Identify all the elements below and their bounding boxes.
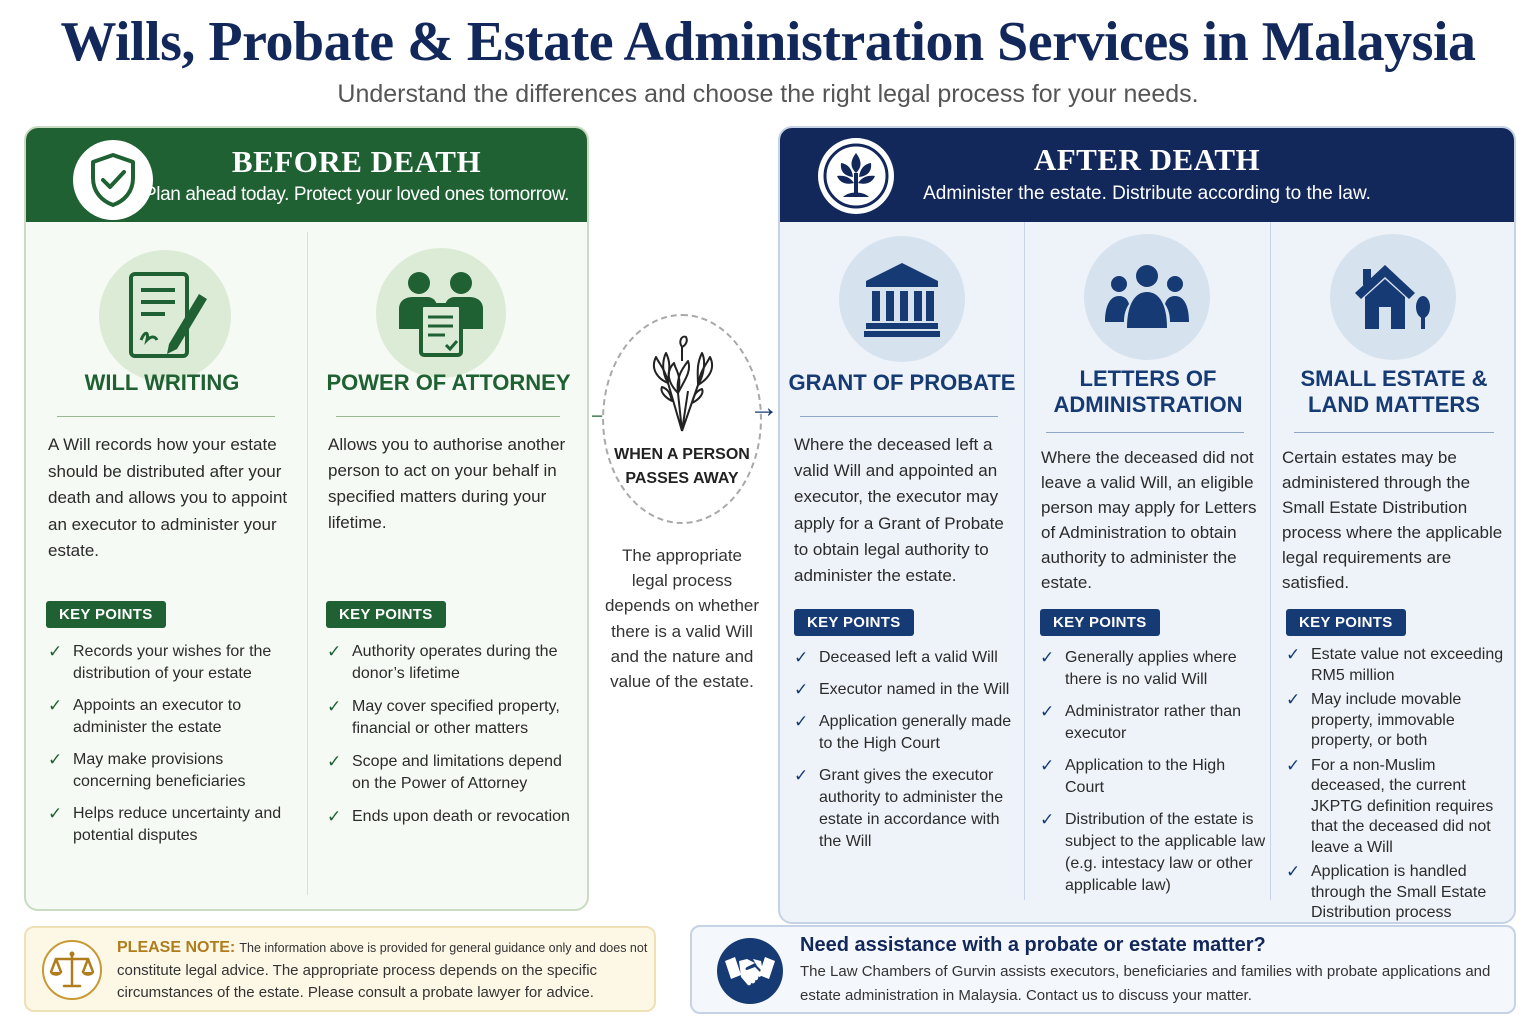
after-death-header: AFTER DEATH Administer the estate. Distr…	[780, 128, 1514, 222]
list-item: ✓Authority operates during the donor’s l…	[327, 642, 558, 682]
lily-bouquet-icon	[642, 330, 722, 435]
list-item: ✓Application to the High Court	[1040, 756, 1226, 796]
check-icon: ✓	[1040, 756, 1055, 775]
check-icon: ✓	[794, 680, 809, 699]
list-item: ✓Helps reduce uncertainty and potential …	[48, 804, 282, 844]
letters-of-administration-description: Where the deceased did not leave a valid…	[1041, 448, 1257, 592]
check-icon: ✓	[1286, 862, 1301, 881]
list-item: ✓May cover specified property, financial…	[327, 697, 560, 737]
list-item: ✓Ends upon death or revocation	[327, 807, 570, 826]
check-icon: ✓	[48, 750, 63, 769]
power-of-attorney-points: ✓Authority operates during the donor’s l…	[327, 641, 577, 828]
assistance-text: The Law Chambers of Gurvin assists execu…	[800, 963, 1491, 1004]
arrow-right-icon: →	[749, 391, 779, 424]
courthouse-icon	[839, 236, 965, 362]
column-divider	[1024, 222, 1025, 900]
check-icon: ✓	[48, 642, 63, 661]
disclaimer-text: PLEASE NOTE: The information above is pr…	[117, 939, 648, 1001]
house-tree-icon	[1330, 234, 1456, 360]
assistance-title: Need assistance with a probate or estate…	[800, 934, 1266, 956]
list-item: ✓For a non-Muslim deceased, the current …	[1286, 755, 1494, 856]
will-document-pen-icon	[99, 250, 231, 382]
column-divider	[1270, 222, 1271, 900]
before-death-panel: BEFORE DEATH Plan ahead today. Protect y…	[24, 126, 589, 911]
check-icon: ✓	[48, 804, 63, 823]
list-item: ✓Grant gives the executor authority to a…	[794, 766, 1004, 850]
check-icon: ✓	[1040, 810, 1055, 829]
power-of-attorney-title: POWER OF ATTORNEY	[326, 370, 571, 395]
check-icon: ✓	[794, 712, 809, 731]
disclaimer-note: PLEASE NOTE: The information above is pr…	[24, 926, 656, 1012]
check-icon: ✓	[1286, 690, 1301, 709]
page-title: Wills, Probate & Estate Administration S…	[60, 11, 1476, 73]
before-death-subtitle: Plan ahead today. Protect your loved one…	[144, 184, 569, 205]
check-icon: ✓	[48, 696, 63, 715]
will-writing-title: WILL WRITING	[84, 370, 240, 395]
key-points-badge: KEY POINTS	[1040, 609, 1160, 636]
list-item: ✓Estate value not exceeding RM5 million	[1286, 645, 1504, 684]
transition-description: The appropriate legal process depends on…	[604, 546, 760, 692]
grant-of-probate-title: GRANT OF PROBATE	[788, 370, 1016, 395]
title-underline	[1294, 432, 1494, 433]
group-people-icon	[1084, 234, 1210, 360]
tree-icon	[818, 138, 894, 214]
list-item: ✓Appoints an executor to administer the …	[48, 696, 242, 736]
check-icon: ✓	[327, 752, 342, 771]
key-points-badge: KEY POINTS	[794, 609, 914, 636]
list-item: ✓May include movable property, immovable…	[1286, 690, 1462, 749]
check-icon: ✓	[1286, 645, 1301, 664]
will-writing-description: A Will records how your estate should be…	[48, 435, 288, 560]
list-item: ✓Generally applies where there is no val…	[1040, 648, 1237, 688]
check-icon: ✓	[1286, 755, 1301, 775]
note-label: PLEASE NOTE:	[117, 939, 236, 956]
page-subtitle: Understand the differences and choose th…	[337, 80, 1199, 108]
check-icon: ✓	[1040, 702, 1055, 721]
key-points-badge: KEY POINTS	[46, 601, 166, 628]
check-icon: ✓	[327, 642, 342, 661]
grant-of-probate-description: Where the deceased left a valid Will and…	[794, 435, 1004, 586]
list-item: ✓Records your wishes for the distributio…	[48, 642, 272, 682]
letters-of-administration-title: LETTERS OF ADMINISTRATION	[1053, 366, 1243, 417]
check-icon: ✓	[327, 807, 342, 826]
key-points-badge: KEY POINTS	[326, 601, 446, 628]
after-death-title: AFTER DEATH	[1033, 142, 1261, 177]
shield-check-icon	[73, 140, 153, 220]
title-underline	[57, 416, 275, 417]
list-item: ✓Distribution of the estate is subject t…	[1040, 810, 1266, 894]
list-item: ✓Scope and limitations depend on the Pow…	[327, 752, 562, 792]
transition-label: WHEN A PERSON PASSES AWAY	[614, 446, 750, 487]
before-death-header: BEFORE DEATH Plan ahead today. Protect y…	[26, 128, 587, 222]
key-points-badge: KEY POINTS	[1286, 609, 1406, 636]
list-item: ✓Administrator rather than executor	[1040, 702, 1242, 742]
title-underline	[800, 416, 998, 417]
small-estate-points: ✓Estate value not exceeding RM5 million …	[1286, 645, 1510, 922]
after-death-panel: AFTER DEATH Administer the estate. Distr…	[778, 126, 1516, 924]
check-icon: ✓	[327, 697, 342, 716]
list-item: ✓Application is handled through the Smal…	[1286, 862, 1487, 921]
list-item: ✓Executor named in the Will	[794, 680, 1010, 699]
small-estate-description: Certain estates may be administered thro…	[1282, 448, 1503, 592]
scales-icon	[42, 940, 102, 1000]
handshake-icon	[717, 938, 783, 1004]
two-people-document-icon	[376, 248, 506, 378]
list-item: ✓Application generally made to the High …	[794, 712, 1012, 752]
list-item: ✓May make provisions concerning benefici…	[48, 750, 246, 790]
check-icon: ✓	[794, 648, 809, 667]
check-icon: ✓	[1040, 648, 1055, 667]
will-writing-points: ✓Records your wishes for the distributio…	[48, 641, 288, 847]
power-of-attorney-description: Allows you to authorise another person t…	[328, 435, 566, 532]
title-underline	[336, 416, 560, 417]
title-underline	[1046, 432, 1244, 433]
grant-of-probate-points: ✓Deceased left a valid Will ✓Executor na…	[794, 647, 1022, 853]
before-death-title: BEFORE DEATH	[231, 144, 482, 179]
column-divider	[307, 232, 308, 895]
after-death-subtitle: Administer the estate. Distribute accord…	[923, 183, 1371, 204]
list-item: ✓Deceased left a valid Will	[794, 648, 998, 667]
small-estate-title: SMALL ESTATE & LAND MATTERS	[1300, 366, 1488, 417]
check-icon: ✓	[794, 766, 809, 785]
assistance-box: Need assistance with a probate or estate…	[690, 925, 1516, 1014]
letters-of-administration-points: ✓Generally applies where there is no val…	[1040, 647, 1266, 897]
